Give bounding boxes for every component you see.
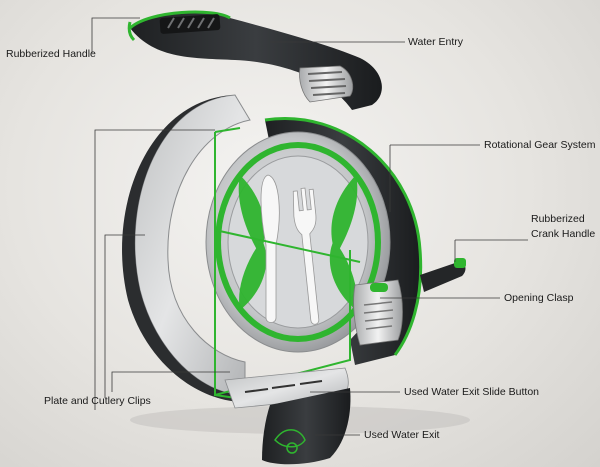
label-used-water-exit: Used Water Exit [364,429,440,441]
callout-lines [91,17,528,436]
top-handle [127,10,382,111]
crank-handle-shape [420,258,466,292]
label-water-entry: Water Entry [408,36,464,48]
plate [205,131,391,353]
label-crank-handle-line2: Crank Handle [531,228,596,240]
label-rubberized-handle: Rubberized Handle [6,48,96,60]
label-crank-handle-line1: Rubberized [531,213,585,225]
label-plate-cutlery-clips: Plate and Cutlery Clips [44,395,151,407]
label-opening-clasp: Opening Clasp [504,292,574,304]
bottom-exit [224,367,351,465]
opening-clasp-shape [353,279,403,346]
label-used-water-exit-slide-button: Used Water Exit Slide Button [404,386,540,398]
label-rotational-gear-system: Rotational Gear System [484,139,596,151]
